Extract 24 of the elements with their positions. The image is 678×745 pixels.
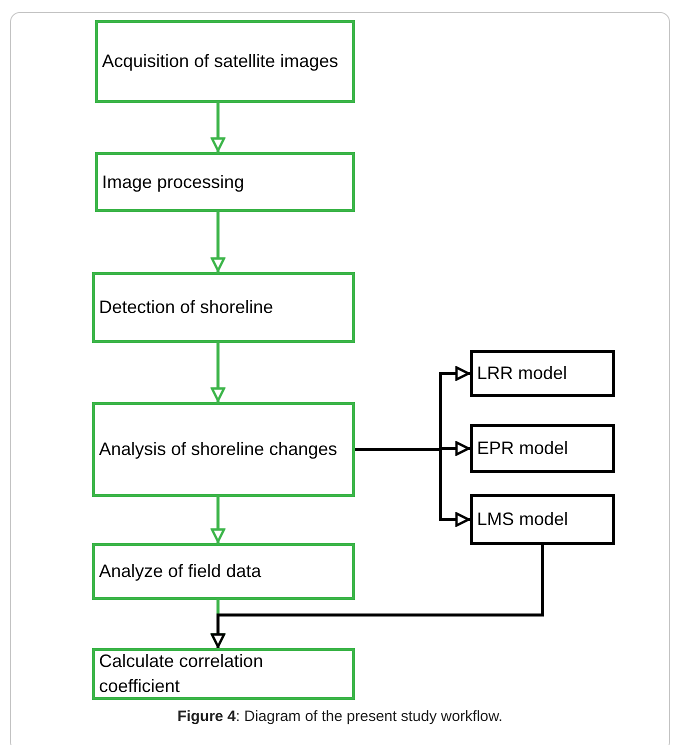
process-box xyxy=(470,494,615,545)
box-label: Calculate correlation coefficient xyxy=(99,650,264,698)
box-label: Image processing xyxy=(102,170,246,194)
arrow xyxy=(210,103,226,152)
box-label: Analysis of shoreline changes xyxy=(99,438,338,462)
box-label: Detection of shoreline xyxy=(99,296,274,320)
box-label: Acquisition of satellite images xyxy=(102,50,340,74)
process-box xyxy=(92,402,355,497)
box-label: EPR model xyxy=(477,437,570,460)
process-box xyxy=(470,350,615,397)
figure-caption: Figure 4: Diagram of the present study workflow. xyxy=(177,707,503,727)
process-box xyxy=(95,20,355,103)
process-box xyxy=(92,543,355,600)
box-label: Analyze of field data xyxy=(99,560,262,584)
box-label: LMS model xyxy=(477,508,570,532)
process-box xyxy=(470,424,615,473)
arrow xyxy=(210,343,226,402)
box-label: LRR model xyxy=(477,362,568,386)
process-box xyxy=(95,152,355,212)
process-box xyxy=(92,648,355,700)
arrow xyxy=(210,212,226,272)
arrow xyxy=(210,545,544,648)
process-box xyxy=(92,272,355,343)
arrow xyxy=(210,497,226,543)
